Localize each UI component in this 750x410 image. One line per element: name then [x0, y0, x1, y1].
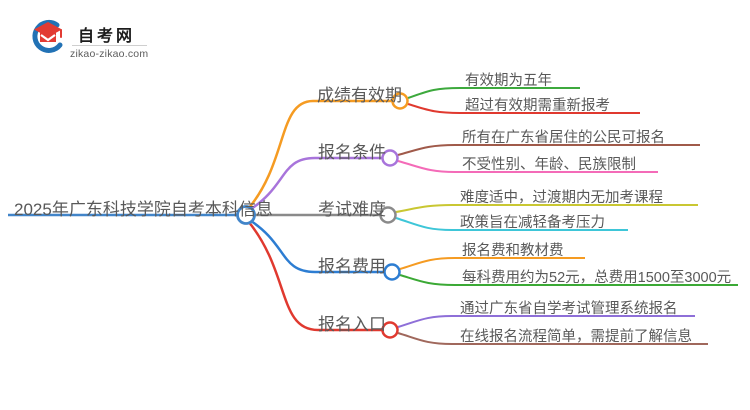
- node-circle-registration-fees[interactable]: [383, 263, 401, 281]
- child-label-online-process[interactable]: 在线报名流程简单，需提前了解信息: [460, 329, 692, 345]
- child-label-no-restrictions[interactable]: 不受性别、年龄、民族限制: [462, 157, 636, 173]
- branch-label-registration-fees[interactable]: 报名费用: [318, 257, 386, 276]
- branch-label-registration-conditions[interactable]: 报名条件: [318, 143, 386, 162]
- child-label-valid-five-years[interactable]: 有效期为五年: [465, 73, 552, 89]
- child-label-reapply-after-expiry[interactable]: 超过有效期需重新报考: [465, 98, 610, 114]
- child-label-fee-amounts[interactable]: 每科费用约为52元，总费用1500至3000元: [462, 270, 732, 286]
- branch-label-score-validity[interactable]: 成绩有效期: [317, 86, 402, 105]
- child-label-policy-reduce-pressure[interactable]: 政策旨在减轻备考压力: [460, 215, 605, 231]
- child-label-fee-types[interactable]: 报名费和教材费: [462, 243, 564, 259]
- child-label-residents-eligible[interactable]: 所有在广东省居住的公民可报名: [462, 130, 665, 146]
- site-logo[interactable]: 自考网 zikao-zikao.com: [28, 14, 198, 60]
- branch-label-registration-portal[interactable]: 报名入口: [318, 315, 386, 334]
- logo-domain-text: zikao-zikao.com: [70, 48, 149, 60]
- graduation-cap-icon: [32, 19, 63, 53]
- child-label-moderate-difficulty[interactable]: 难度适中，过渡期内无加考课程: [460, 190, 663, 206]
- branch-label-exam-difficulty[interactable]: 考试难度: [318, 200, 386, 219]
- logo-title: 自考网: [78, 28, 136, 45]
- child-label-system-registration[interactable]: 通过广东省自学考试管理系统报名: [460, 301, 678, 317]
- logo-divider: [72, 45, 147, 46]
- root-node-label[interactable]: 2025年广东科技学院自考本科信息: [14, 200, 273, 219]
